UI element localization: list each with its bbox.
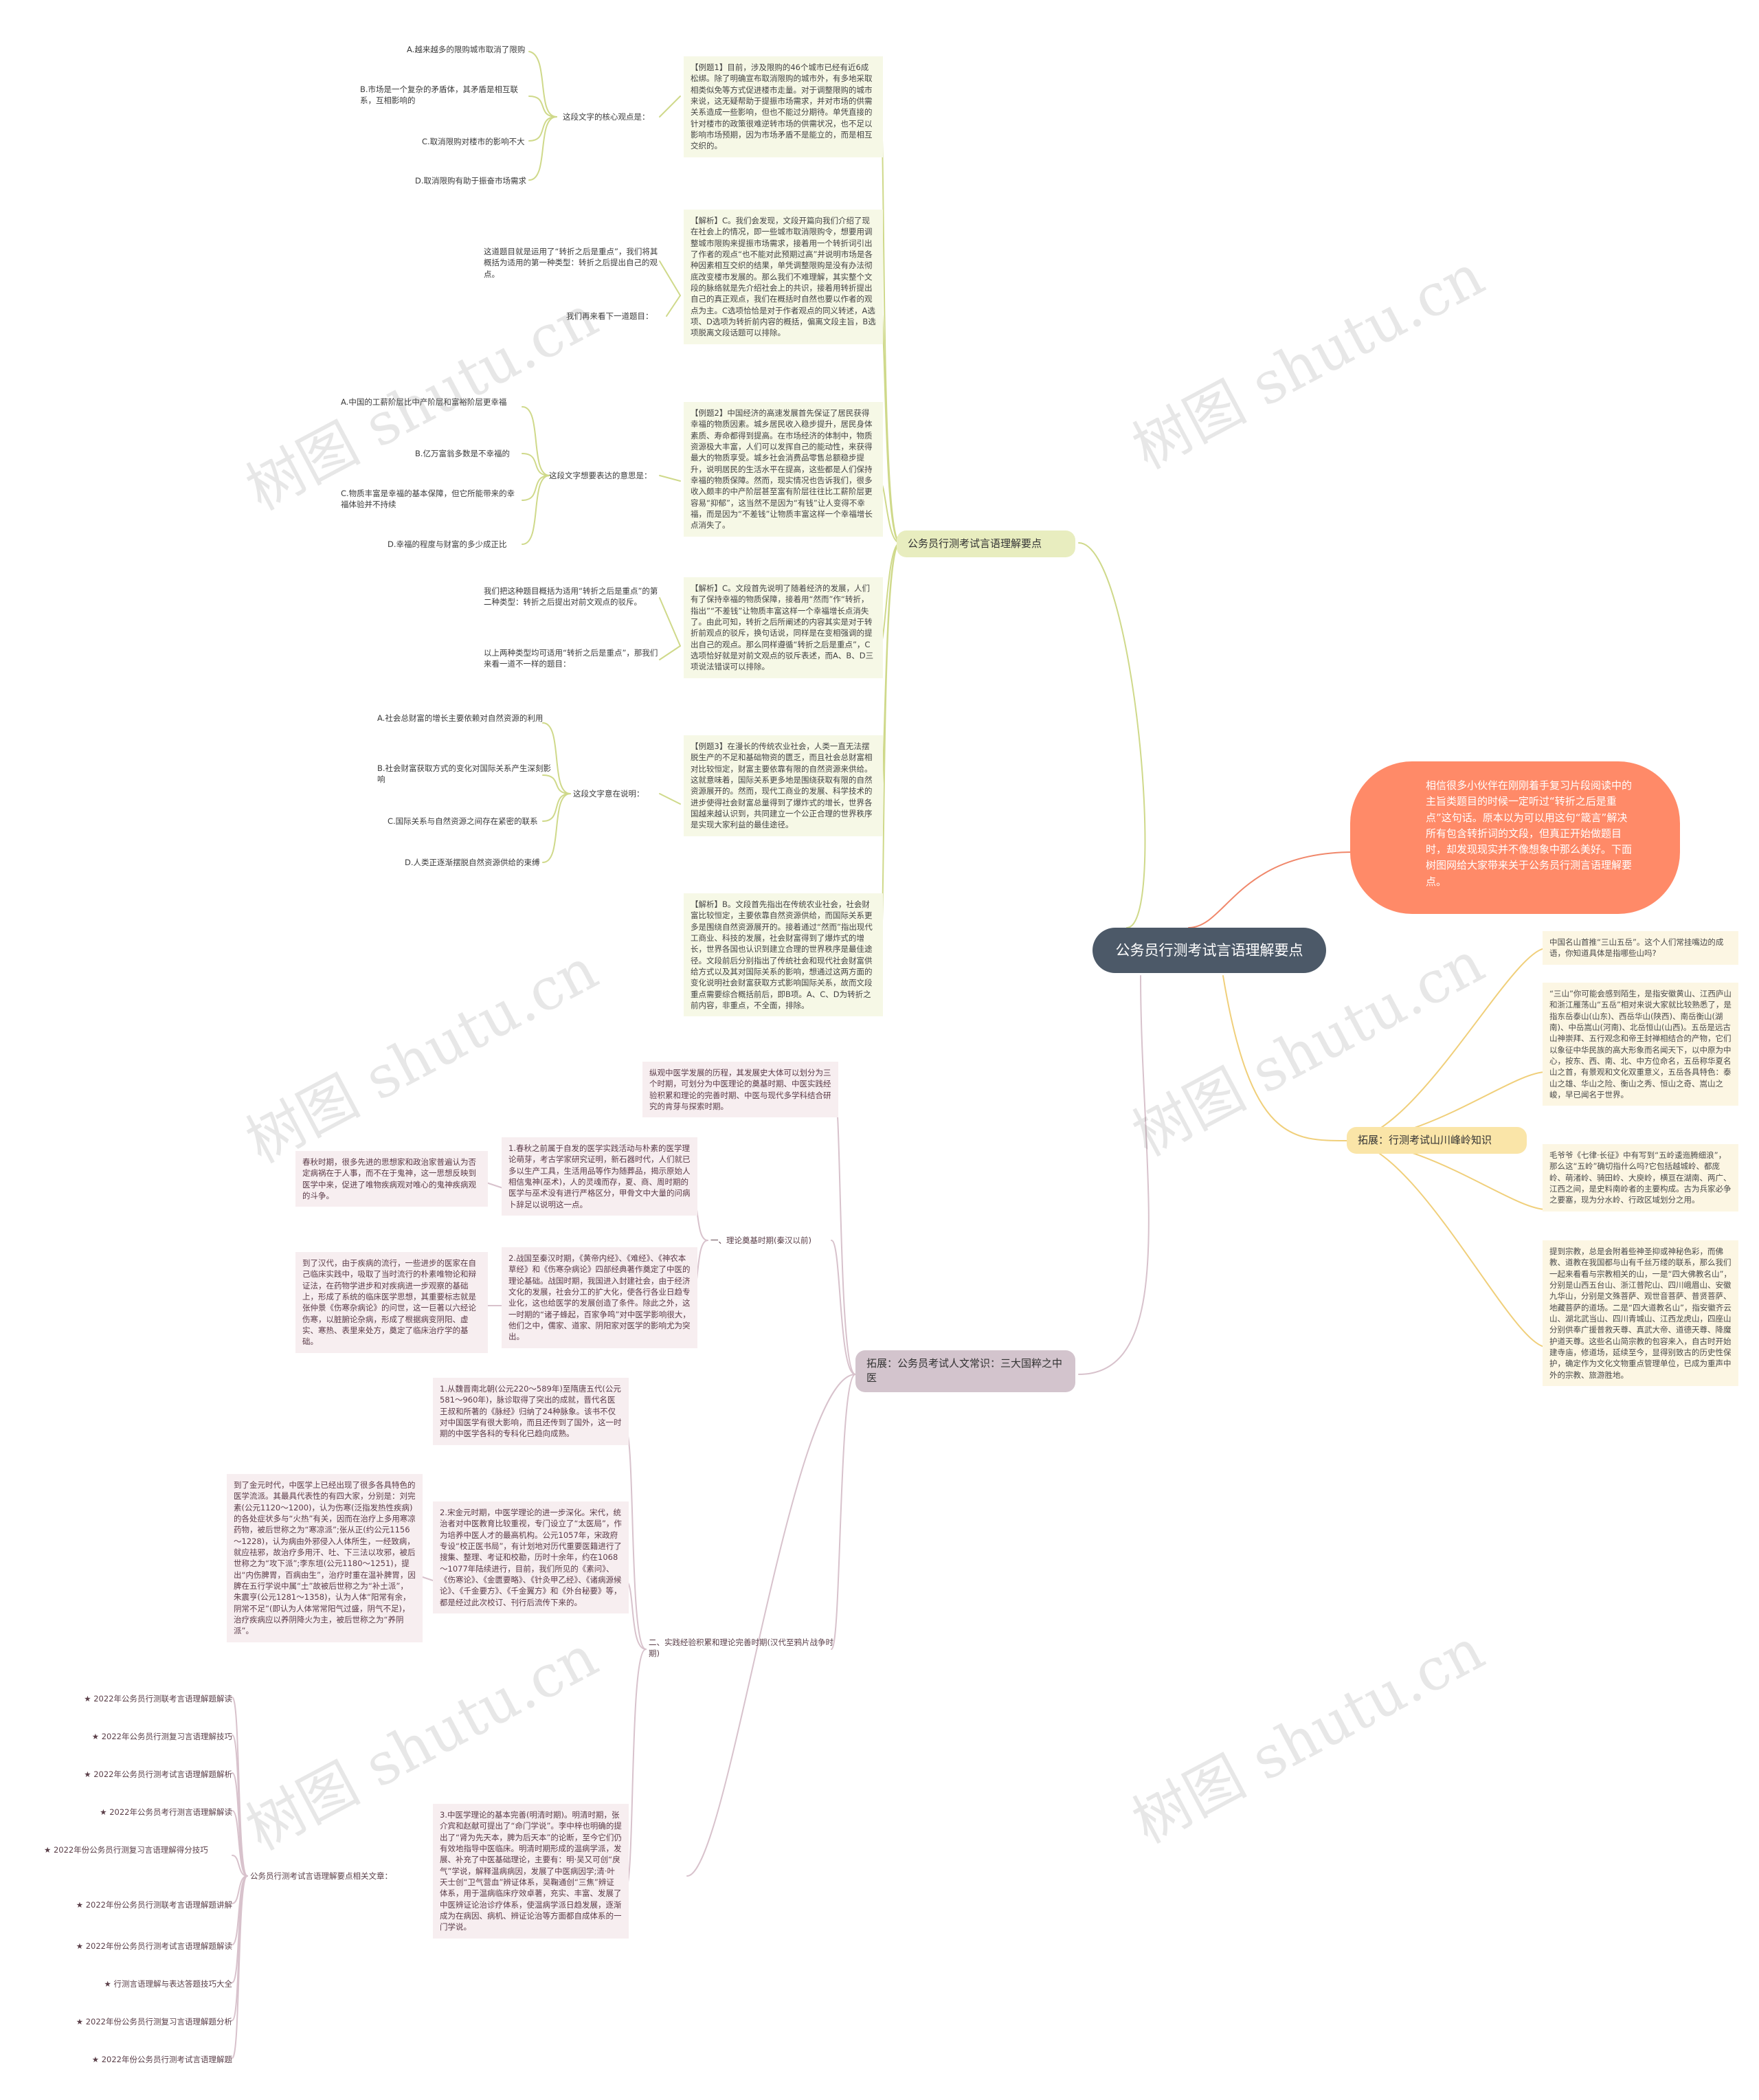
analysis2-text[interactable]: 【解析】C。文段首先说明了随着经济的发展，人们有了保持幸福的物质保障，接着用“然… bbox=[684, 577, 883, 678]
example3-text[interactable]: 【例题3】在漫长的传统农业社会，人类一直无法摆脱生产的不足和基础物资的匮乏，而且… bbox=[684, 735, 883, 836]
medicine-intro[interactable]: 纵观中医学发展的历程，其发展史大体可以划分为三个时期，可划分为中医理论的奠基时期… bbox=[642, 1062, 838, 1118]
branch-reading-comprehension[interactable]: 公务员行测考试言语理解要点 bbox=[897, 530, 1075, 558]
mountains-para3[interactable]: 毛爷爷《七律·长征》中有写到“五岭逶迤腾细浪”，那么这“五岭”确切指什么吗?它包… bbox=[1543, 1144, 1738, 1211]
related-article-item[interactable]: ★ 2022年份公务员行测考试言语理解题 bbox=[91, 2055, 232, 2064]
mountains-para1[interactable]: 中国名山首推“三山五岳”。这个人们常挂嘴边的成语，你知道具体是指哪些山吗? bbox=[1543, 931, 1738, 965]
intro-node[interactable]: 相信很多小伙伴在刚刚着手复习片段阅读中的主旨类题目的时候一定听过“转折之后是重点… bbox=[1350, 761, 1680, 914]
related-article-item[interactable]: ★ 2022年份公务员行测复习言语理解得分技巧 bbox=[44, 1845, 208, 1855]
link-center-branch1 bbox=[1078, 542, 1146, 928]
medicine-section1-label[interactable]: 一、理论奠基时期(秦汉以前) bbox=[710, 1236, 811, 1245]
medicine-section1-para1[interactable]: 1.春秋之前属于自发的医学实践活动与朴素的医学理论萌芽，考古学家研究证明，新石器… bbox=[502, 1137, 697, 1216]
example1-option-b[interactable]: B.市场是一个复杂的矛盾体，其矛盾是相互联系，互相影响的 bbox=[360, 85, 519, 106]
medicine-section2-label[interactable]: 二、实践经验积累和理论完善时期(汉代至鸦片战争时期) bbox=[649, 1638, 833, 1659]
related-article-item[interactable]: ★ 2022年份公务员行测复习言语理解题分析 bbox=[76, 2017, 232, 2026]
link-center-intro bbox=[1188, 851, 1354, 928]
medicine-section2-para1[interactable]: 1.从魏晋南北朝(公元220～589年)至隋唐五代(公元581～960年)，脉诊… bbox=[433, 1378, 629, 1445]
related-article-item[interactable]: ★ 2022年公务员行测联考言语理解题解读 bbox=[84, 1694, 232, 1704]
link-center-branch2 bbox=[1078, 975, 1150, 1375]
medicine-section2-note[interactable]: 到了金元时代，中医学上已经出现了很多各具特色的医学流派。其最具代表性的有四大家，… bbox=[227, 1474, 423, 1642]
central-topic[interactable]: 公务员行测考试言语理解要点 bbox=[1093, 928, 1326, 974]
example1-text[interactable]: 【例题1】目前，涉及限购的46个城市已经有近6成松绑。除了明确宣布取消限购的城市… bbox=[684, 56, 883, 157]
example1-option-c[interactable]: C.取消限购对楼市的影响不大 bbox=[422, 137, 525, 146]
example2-option-a[interactable]: A.中国的工薪阶层比中产阶层和富裕阶层更幸福 bbox=[341, 397, 507, 407]
medicine-section2-para3[interactable]: 3.中医学理论的基本完善(明清时期)。明清时期，张介宾和赵献可提出了“命门学说”… bbox=[433, 1804, 629, 1939]
related-article-item[interactable]: ★ 2022年份公务员行测联考言语理解题讲解 bbox=[76, 1900, 232, 1910]
example3-question[interactable]: 这段文字意在说明： bbox=[573, 789, 645, 798]
analysis1-text[interactable]: 【解析】C。我们会发现，文段开篇向我们介绍了现在社会上的情况，即一些城市取消限购… bbox=[684, 210, 883, 344]
example1-question[interactable]: 这段文字的核心观点是： bbox=[563, 112, 650, 122]
analysis1-note-next[interactable]: 我们再来看下一道题目： bbox=[566, 311, 653, 321]
related-articles-label[interactable]: 公务员行测考试言语理解要点相关文章： bbox=[250, 1871, 392, 1881]
medicine-section1-note1[interactable]: 春秋时期，很多先进的思想家和政治家普遍认为否定病祸在于人事，而不在于鬼神，这一思… bbox=[295, 1151, 488, 1207]
analysis2-note-type2[interactable]: 我们把这种题目概括为适用“转折之后是重点”的第二种类型：转折之后提出对前文观点的… bbox=[484, 586, 658, 607]
mountains-para2[interactable]: “三山”你可能会感到陌生，是指安徽黄山、江西庐山和浙江雁荡山“五岳”相对来说大家… bbox=[1543, 983, 1738, 1106]
analysis3-text[interactable]: 【解析】B。文段首先指出在传统农业社会，社会财富比较恒定，主要依靠自然资源供给，… bbox=[684, 893, 883, 1017]
related-article-item[interactable]: ★ 2022年公务员行测考试言语理解题解析 bbox=[84, 1769, 232, 1779]
example2-option-b[interactable]: B.亿万富翁多数是不幸福的 bbox=[415, 449, 511, 458]
analysis1-note-type1[interactable]: 这道题目就是运用了“转折之后是重点”，我们将其概括为适用的第一种类型：转折之后提… bbox=[484, 247, 658, 279]
branch-mountains[interactable]: 拓展：行测考试山川峰岭知识 bbox=[1347, 1127, 1527, 1154]
medicine-section2-para2[interactable]: 2.宋金元时期，中医学理论的进一步深化。宋代，统治者对中医教育比较重视，专门设立… bbox=[433, 1501, 629, 1613]
example2-question[interactable]: 这段文字想要表达的意思是： bbox=[549, 471, 652, 480]
analysis2-note-next[interactable]: 以上两种类型均可适用“转折之后是重点”，那我们来看一道不一样的题目： bbox=[484, 648, 658, 669]
example2-option-c[interactable]: C.物质丰富是幸福的基本保障，但它所能带来的幸福体验并不持续 bbox=[341, 489, 515, 510]
example3-option-c[interactable]: C.国际关系与自然资源之间存在紧密的联系 bbox=[388, 816, 538, 826]
example2-text[interactable]: 【例题2】中国经济的高速发展首先保证了居民获得幸福的物质因素。城乡居民收入稳步提… bbox=[684, 402, 883, 537]
link-center-branch3 bbox=[1222, 975, 1347, 1141]
example3-option-d[interactable]: D.人类正逐渐摆脱自然资源供给的束缚 bbox=[405, 858, 540, 867]
related-article-item[interactable]: ★ 行测言语理解与表达答题技巧大全 bbox=[104, 1979, 232, 1989]
related-article-item[interactable]: ★ 2022年公务员行测复习言语理解技巧 bbox=[91, 1732, 232, 1741]
example3-option-a[interactable]: A.社会总财富的增长主要依赖对自然资源的利用 bbox=[377, 713, 544, 723]
medicine-section1-para2[interactable]: 2.战国至秦汉时期，《黄帝内经》、《难经》、《神农本草经》和《伤寒杂病论》四部经… bbox=[502, 1247, 697, 1348]
example2-option-d[interactable]: D.幸福的程度与财富的多少成正比 bbox=[388, 539, 507, 549]
related-article-item[interactable]: ★ 2022年份公务员行测考试言语理解题解读 bbox=[76, 1941, 232, 1951]
branch-chinese-medicine[interactable]: 拓展：公务员考试人文常识：三大国粹之中医 bbox=[855, 1350, 1075, 1392]
example1-option-a[interactable]: A.越来越多的限购城市取消了限购 bbox=[407, 45, 526, 54]
mountains-para4[interactable]: 提到宗教，总是会附着些神圣抑或神秘色彩，而佛教、道教在我国都与山有千丝万缕的联系… bbox=[1543, 1240, 1738, 1386]
example1-option-d[interactable]: D.取消限购有助于振奋市场需求 bbox=[415, 176, 527, 186]
medicine-section1-note2[interactable]: 到了汉代，由于疾病的流行，一些进步的医家在自己临床实践中，吸取了当时流行的朴素唯… bbox=[295, 1252, 488, 1353]
related-article-item[interactable]: ★ 2022年公务员考行测言语理解解读 bbox=[100, 1807, 232, 1817]
example3-option-b[interactable]: B.社会财富获取方式的变化对国际关系产生深刻影响 bbox=[377, 763, 552, 785]
